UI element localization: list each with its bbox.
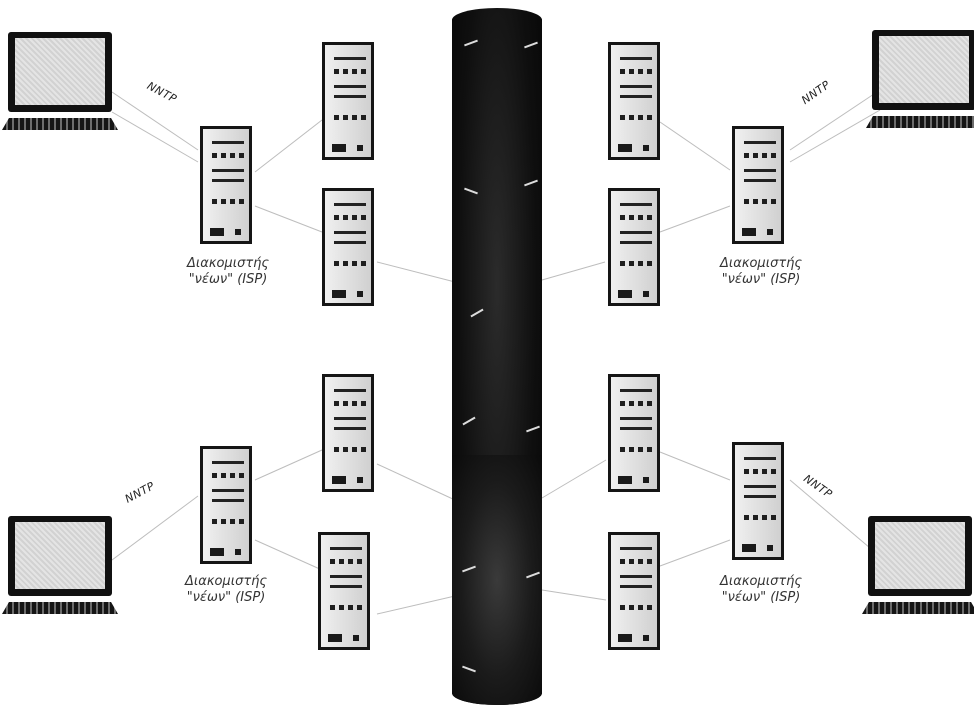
- client-computer-bottom-left: [8, 516, 116, 616]
- line-isp-tl-upper: [255, 120, 322, 172]
- isp-news-server-bottom-left: [200, 446, 252, 564]
- relay-server-right-4: [608, 532, 660, 650]
- line-client-tl-2: [112, 112, 198, 162]
- relay-server-left-1: [322, 42, 374, 160]
- line-isp-br-lower: [660, 540, 730, 566]
- line-client-tl: [112, 92, 198, 150]
- isp-server-label-bottom-right: Διακομιστής "νέων" (ISP): [698, 574, 824, 606]
- relay-server-left-2: [322, 188, 374, 306]
- relay-server-right-2: [608, 188, 660, 306]
- line-mid-br: [542, 590, 606, 600]
- line-isp-tr-upper: [660, 122, 730, 170]
- isp-server-label-bottom-left: Διακομιστής "νέων" (ISP): [163, 574, 289, 606]
- line-isp-bl-lower: [255, 540, 322, 570]
- isp-news-server-top-right: [732, 126, 784, 244]
- client-computer-top-left: [8, 32, 116, 132]
- isp-server-label-top-right: Διακομιστής "νέων" (ISP): [698, 256, 824, 288]
- line-mid-tr: [542, 262, 605, 280]
- line-isp-tl-lower: [255, 206, 322, 232]
- isp-news-server-top-left: [200, 126, 252, 244]
- line-client-bl: [112, 496, 198, 560]
- line-isp-br-upper: [660, 452, 730, 480]
- line-client-tr-2: [790, 110, 880, 162]
- line-isp-bl-upper: [255, 450, 322, 480]
- line-mid-bl-2: [377, 464, 455, 500]
- relay-server-left-3: [322, 374, 374, 492]
- line-mid-tl: [377, 262, 455, 282]
- relay-server-left-4: [318, 532, 370, 650]
- client-computer-top-right: [872, 30, 974, 130]
- isp-news-server-bottom-right: [732, 442, 784, 560]
- line-isp-tr-lower: [660, 206, 730, 232]
- client-computer-bottom-right: [868, 516, 974, 616]
- line-mid-br-2: [542, 460, 606, 498]
- line-mid-bl: [377, 596, 455, 614]
- relay-server-right-1: [608, 42, 660, 160]
- isp-server-label-top-left: Διακομιστής "νέων" (ISP): [165, 256, 291, 288]
- relay-server-right-3: [608, 374, 660, 492]
